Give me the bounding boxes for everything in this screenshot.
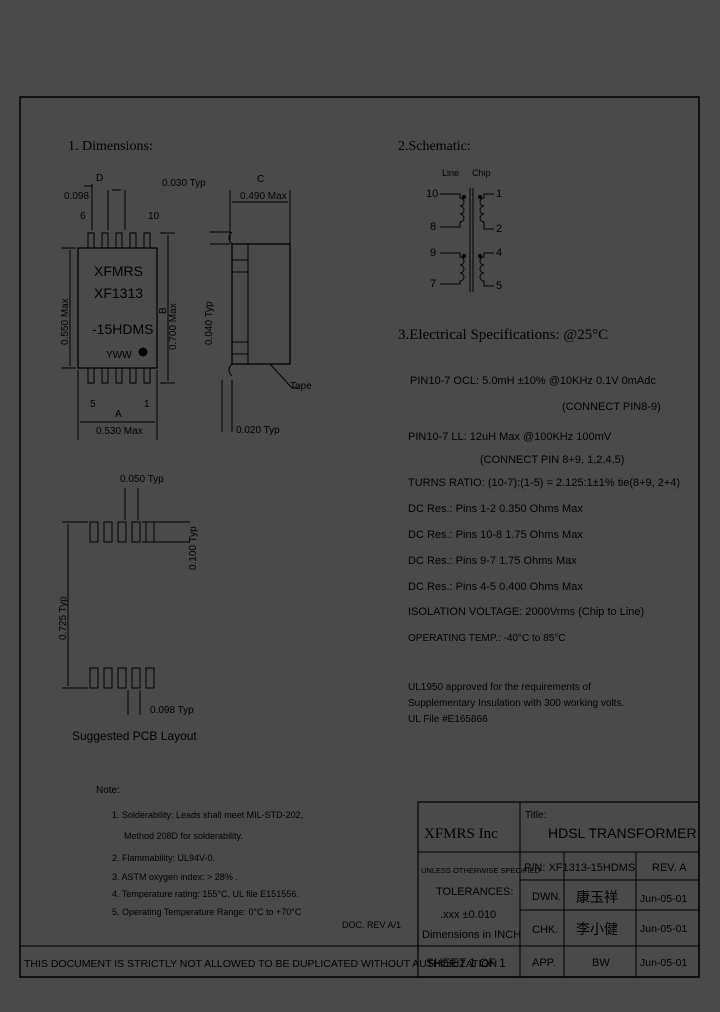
pin-5-label: 5	[90, 399, 96, 410]
spec-line: DC Res.: Pins 9-7 1.75 Ohms Max	[408, 555, 577, 567]
pcb-layout: 0.050 Typ 0.100 Typ 0.725 Typ 0.098 Typ …	[58, 474, 199, 743]
dim-d-value: 0.098	[64, 191, 89, 202]
chk-signature: 李小健	[576, 921, 618, 937]
spec-line: DC Res.: Pins 4-5 0.400 Ohms Max	[408, 581, 583, 593]
dim-100-typ: 0.100 Typ	[188, 526, 199, 570]
label-b: B	[158, 307, 169, 314]
marking-line-3: -15HDMS	[92, 321, 153, 337]
note-item: 1. Solderability: Leads shall meet MIL-S…	[112, 810, 303, 820]
spec-line: DC Res.: Pins 10-8 1.75 Ohms Max	[408, 529, 583, 541]
note-item: 5. Operating Temperature Range: 0°C to +…	[112, 907, 302, 917]
spec-line: (CONNECT PIN 8+9, 1,2,4,5)	[480, 454, 624, 466]
package-side-view: C 0.490 Max 0.040 Typ 0.020 Typ Tape	[204, 174, 312, 436]
chip-label: Chip	[472, 168, 491, 178]
tape-label: Tape	[290, 381, 312, 392]
dim-530-max: 0.530 Max	[96, 426, 143, 437]
app-date: Jun-05-01	[640, 957, 687, 969]
note-item: 4. Temperature rating: 155°C, UL file E1…	[112, 889, 299, 899]
spec-line: PIN10-7 LL: 12uH Max @100KHz 100mV	[408, 431, 612, 443]
schematic-title: 2.Schematic:	[398, 139, 471, 154]
tolerances-label: TOLERANCES:	[436, 886, 513, 898]
notes-title: Note:	[96, 785, 120, 796]
title-block: XFMRS Inc Title: HDSL TRANSFORMER UNLESS…	[20, 801, 700, 978]
sheet-number: SHEET 1 OF 1	[426, 956, 506, 970]
pin-right-3: 5	[496, 280, 502, 292]
electrical-specs: PIN10-7 OCL: 5.0mH ±10% @10KHz 0.1V 0mAd…	[408, 375, 680, 725]
marking-line-4: YWW	[106, 350, 132, 361]
note-item: 3. ASTM oxygen index: > 28% .	[112, 872, 238, 882]
pin-left-1: 8	[430, 221, 436, 233]
electrical-title: 3.Electrical Specifications: @25°C	[398, 327, 608, 343]
label-a: A	[115, 409, 122, 420]
label-c: C	[257, 174, 264, 185]
drawing-title: HDSL TRANSFORMER	[548, 825, 697, 841]
part-number: P/N: XF1313-15HDMS	[524, 862, 635, 874]
notes-block: Note: 1. Solderability: Leads shall meet…	[96, 785, 401, 930]
dwn-date: Jun-05-01	[640, 893, 687, 905]
title-label: Title:	[525, 810, 546, 821]
line-label: Line	[442, 168, 459, 178]
dim-725-typ: 0.725 Typ	[58, 596, 69, 640]
app-signature: BW	[592, 957, 610, 969]
pin-1-label: 1	[144, 399, 150, 410]
pin-left-2: 9	[430, 247, 436, 259]
spec-line: OPERATING TEMP.: -40°C to 85°C	[408, 633, 566, 644]
unless-note: UNLESS OTHERWISE SPECIFIED	[421, 866, 541, 875]
revision: REV. A	[652, 862, 687, 874]
spec-line: DC Res.: Pins 1-2 0.350 Ohms Max	[408, 503, 583, 515]
ul-note: Supplementary Insulation with 300 workin…	[408, 698, 624, 709]
note-item: Method 208D for solderability.	[124, 831, 243, 841]
chk-label: CHK.	[532, 924, 558, 936]
dim-490-max: 0.490 Max	[240, 191, 287, 202]
pin-6-label: 6	[80, 211, 86, 222]
spec-line: (CONNECT PIN8-9)	[562, 401, 661, 413]
doc-rev: DOC. REV A/1	[342, 920, 401, 930]
pin-10-label: 10	[148, 211, 160, 222]
duplication-notice: THIS DOCUMENT IS STRICTLY NOT ALLOWED TO…	[24, 958, 497, 970]
note-item: 2. Flammability: UL94V-0.	[112, 853, 215, 863]
label-d: D	[96, 173, 103, 184]
chk-date: Jun-05-01	[640, 923, 687, 935]
marking-line-2: XF1313	[94, 285, 143, 301]
pin-left-0: 10	[426, 188, 438, 200]
dim-050-typ: 0.050 Typ	[120, 474, 164, 485]
pin-right-1: 2	[496, 223, 502, 235]
dim-030-typ: 0.030 Typ	[162, 178, 206, 189]
dim-098-typ: 0.098 Typ	[150, 705, 194, 716]
marking-line-1: XFMRS	[94, 263, 143, 279]
package-top-view: D 0.098 0.030 Typ 6 10 XFMRS XF1313 -15H…	[60, 173, 206, 440]
pin-left-3: 7	[430, 278, 436, 290]
ul-note: UL1950 approved for the requirements of	[408, 682, 591, 693]
dim-020-typ: 0.020 Typ	[236, 425, 280, 436]
dimensions-title: 1. Dimensions:	[68, 139, 153, 154]
ul-note: UL File #E165866	[408, 714, 488, 725]
pin-right-2: 4	[496, 247, 502, 259]
sheet-border	[19, 96, 700, 978]
schematic-diagram: Line Chip 10 8 9 7 1 2 4 5	[426, 168, 502, 292]
pcb-caption: Suggested PCB Layout	[72, 729, 197, 743]
dwn-label: DWN.	[532, 891, 561, 903]
spec-line: TURNS RATIO: (10-7):(1-5) = 2.125:1±1% t…	[408, 477, 680, 489]
app-label: APP.	[532, 957, 556, 969]
pin1-dot-icon	[138, 347, 148, 357]
dimensions-unit: Dimensions in INCH	[422, 929, 521, 941]
pin-right-0: 1	[496, 188, 502, 200]
spec-line: PIN10-7 OCL: 5.0mH ±10% @10KHz 0.1V 0mAd…	[410, 375, 656, 387]
tolerance-value: .xxx ±0.010	[440, 909, 496, 921]
dim-700-max: 0.700 Max	[168, 303, 179, 350]
spec-line: ISOLATION VOLTAGE: 2000Vrms (Chip to Lin…	[408, 606, 644, 618]
company-name: XFMRS Inc	[424, 826, 498, 842]
dwn-signature: 康玉祥	[576, 889, 618, 905]
dim-550-max: 0.550 Max	[60, 298, 71, 345]
dim-040-typ: 0.040 Typ	[204, 301, 215, 345]
